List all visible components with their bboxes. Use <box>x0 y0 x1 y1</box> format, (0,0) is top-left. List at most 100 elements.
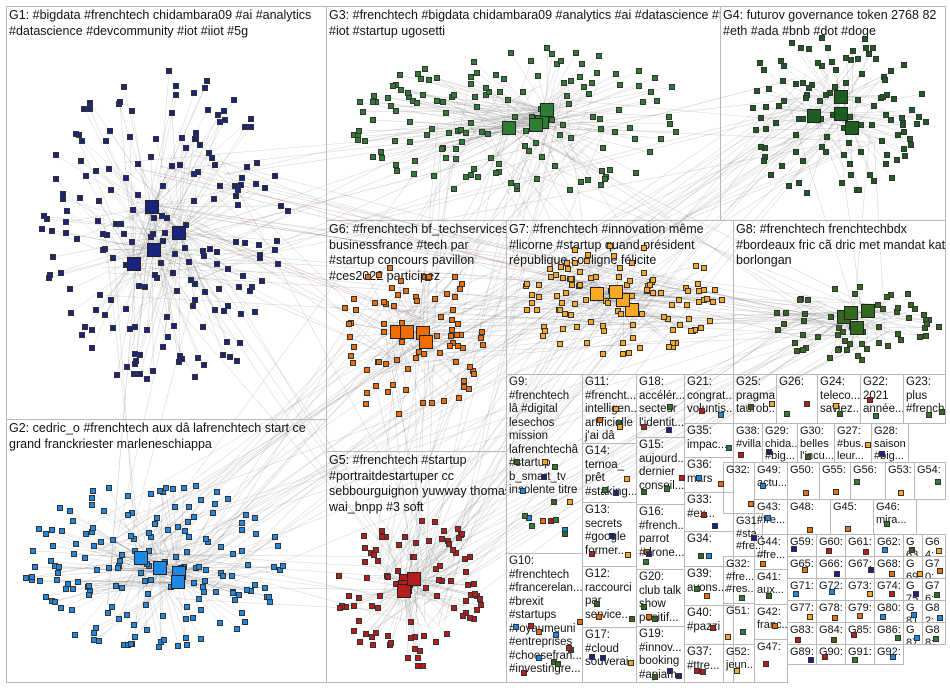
graph-node <box>186 504 192 510</box>
graph-node <box>479 129 485 135</box>
graph-node <box>217 183 223 189</box>
graph-node <box>641 270 647 276</box>
group-panel-G43: G41: aux... <box>754 569 788 605</box>
graph-hub-node <box>540 103 554 117</box>
graph-node <box>667 668 673 674</box>
graph-node <box>670 327 676 333</box>
graph-node <box>153 136 159 142</box>
graph-node <box>96 198 102 204</box>
graph-node <box>889 571 895 577</box>
graph-node <box>252 515 258 521</box>
graph-node <box>800 158 806 164</box>
graph-node <box>569 282 575 288</box>
graph-node <box>859 71 865 77</box>
graph-node <box>58 605 64 611</box>
graph-node <box>926 412 932 418</box>
graph-node <box>798 45 804 51</box>
graph-node <box>564 93 570 99</box>
graph-hub-node <box>845 121 859 135</box>
graph-node <box>847 161 853 167</box>
graph-node <box>414 298 420 304</box>
graph-node <box>505 97 511 103</box>
group-panel-G37: G35: impac... <box>684 423 734 458</box>
graph-node <box>356 595 362 601</box>
graph-node <box>795 637 801 643</box>
graph-node <box>866 51 872 57</box>
graph-node <box>804 190 810 196</box>
graph-node <box>869 122 875 128</box>
graph-node <box>833 489 839 495</box>
graph-node <box>562 311 568 317</box>
graph-node <box>232 183 238 189</box>
graph-node <box>186 534 192 540</box>
graph-node <box>584 258 590 264</box>
graph-node <box>190 303 196 309</box>
graph-node <box>356 128 362 134</box>
tiny-group-label: G78: <box>819 602 843 615</box>
graph-node <box>196 596 202 602</box>
graph-node <box>757 60 763 66</box>
graph-node <box>59 528 65 534</box>
graph-node <box>420 400 426 406</box>
graph-node <box>119 585 125 591</box>
graph-node <box>183 616 189 622</box>
graph-node <box>562 531 568 537</box>
graph-node <box>259 278 265 284</box>
graph-node <box>222 117 228 123</box>
graph-node <box>905 291 911 297</box>
graph-node <box>835 347 841 353</box>
graph-node <box>870 45 876 51</box>
graph-node <box>514 459 520 465</box>
group-label-G34: G32: <box>726 464 752 477</box>
graph-node <box>77 195 83 201</box>
graph-node <box>712 287 718 293</box>
graph-node <box>557 341 563 347</box>
graph-node <box>540 518 546 524</box>
graph-node <box>190 615 196 621</box>
graph-node <box>127 134 133 140</box>
graph-node <box>89 345 95 351</box>
graph-node <box>67 286 73 292</box>
graph-node <box>421 633 427 639</box>
graph-node <box>447 343 453 349</box>
graph-node <box>597 417 603 423</box>
graph-node <box>889 591 895 597</box>
graph-node <box>364 367 370 373</box>
graph-hub-node <box>834 90 848 104</box>
graph-node <box>248 116 254 122</box>
graph-node <box>193 483 199 489</box>
graph-node <box>902 153 908 159</box>
graph-node <box>536 282 542 288</box>
graph-node <box>148 154 154 160</box>
graph-node <box>773 120 779 126</box>
graph-node <box>607 167 613 173</box>
graph-node <box>181 485 187 491</box>
graph-node <box>443 110 449 116</box>
graph-hub-node <box>407 572 421 586</box>
graph-node <box>144 376 150 382</box>
graph-node <box>142 284 148 290</box>
graph-node <box>843 80 849 86</box>
graph-node <box>808 657 814 663</box>
graph-node <box>698 553 704 559</box>
graph-node <box>857 613 863 619</box>
graph-node <box>461 378 467 384</box>
graph-node <box>438 314 444 320</box>
graph-node <box>413 355 419 361</box>
graph-node <box>589 654 595 660</box>
graph-node <box>559 300 565 306</box>
graph-node <box>600 655 606 661</box>
graph-node <box>564 260 570 266</box>
graph-node <box>453 146 459 152</box>
graph-node <box>152 272 158 278</box>
tiny-group-panel: G75: <box>903 578 923 601</box>
graph-node <box>937 568 943 574</box>
graph-node <box>761 67 767 73</box>
graph-node <box>589 551 595 557</box>
graph-node <box>214 489 220 495</box>
graph-node <box>852 657 858 663</box>
graph-node <box>347 334 353 340</box>
graph-node <box>262 585 268 591</box>
graph-node <box>183 635 189 641</box>
graph-node <box>895 331 901 337</box>
